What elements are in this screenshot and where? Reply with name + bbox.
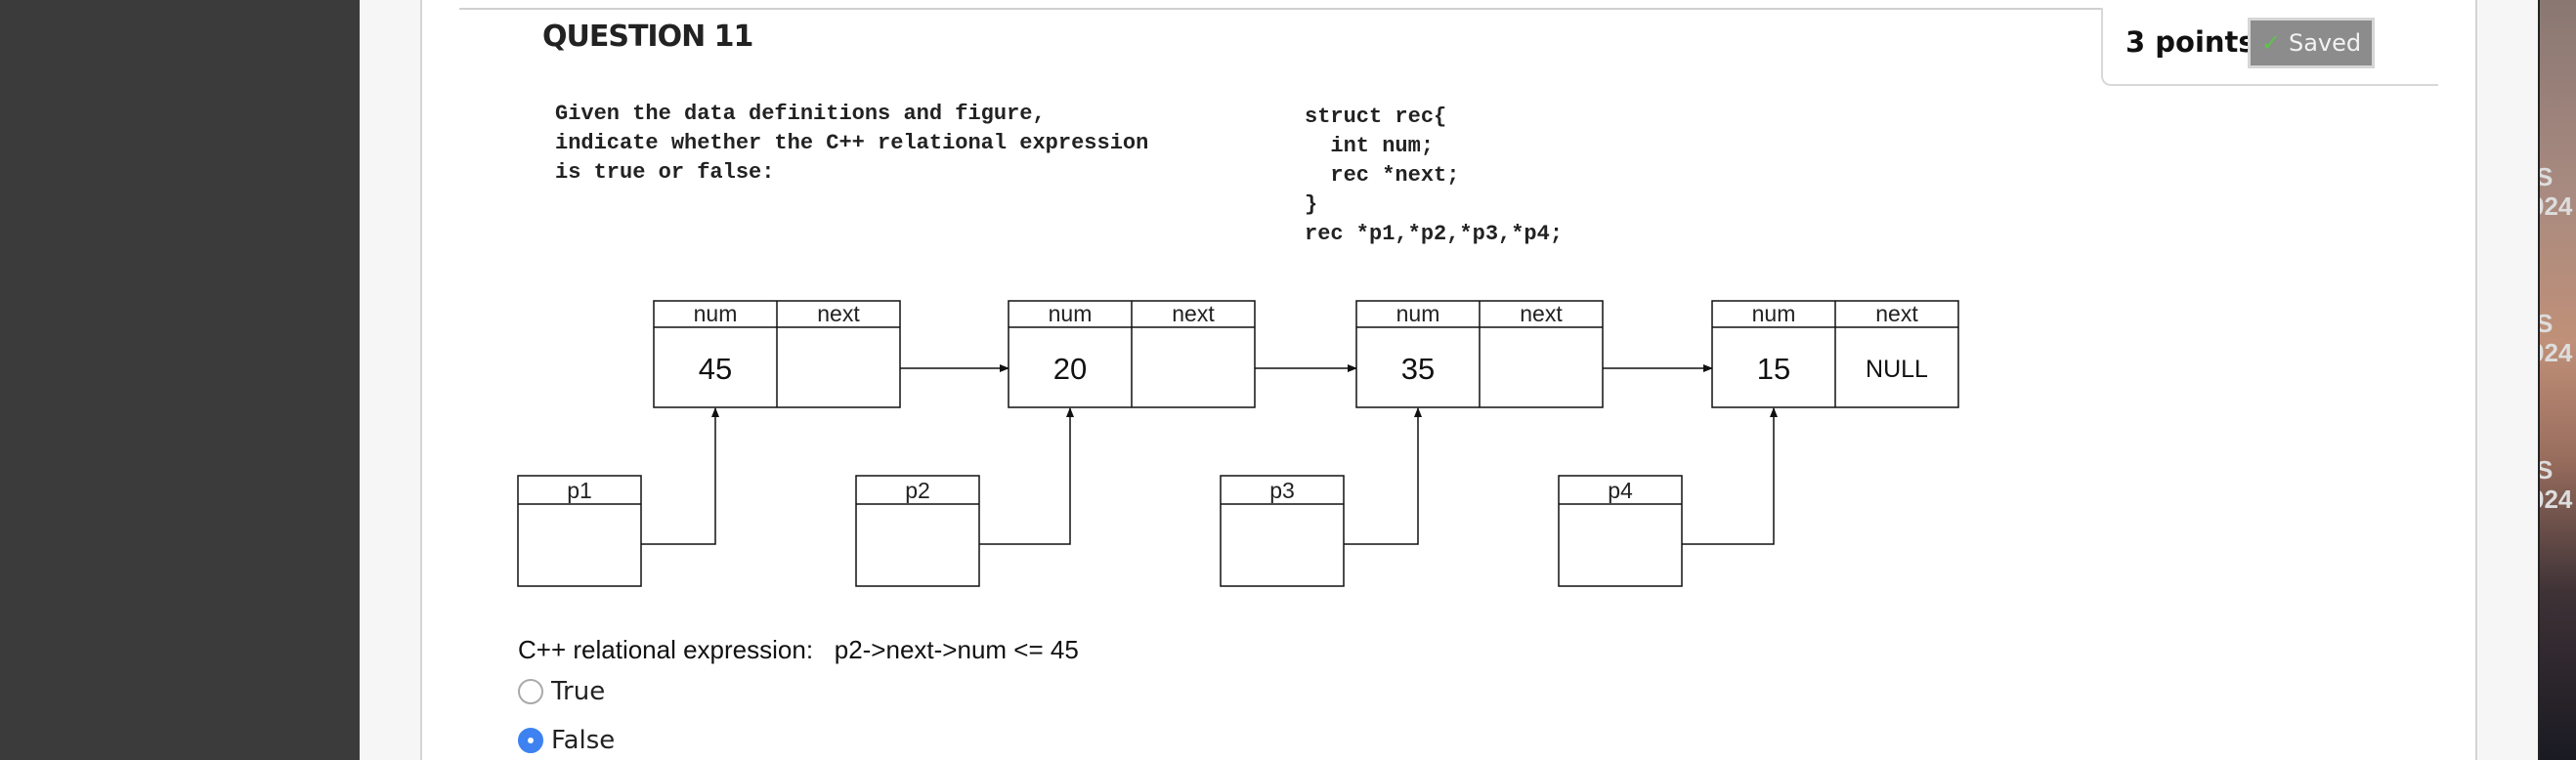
pointer-arrow <box>979 407 1074 545</box>
left-gutter <box>360 0 422 760</box>
pointer-box <box>1220 475 1345 587</box>
pointer-variable: p1 <box>517 407 719 587</box>
option-label: False <box>551 726 616 755</box>
question-title: QUESTION 11 <box>542 20 753 54</box>
pointer-arrow <box>641 407 719 545</box>
photo-text: S <box>2540 162 2553 192</box>
code-definitions: struct rec{ int num; rec *next; } rec *p… <box>1305 105 1564 246</box>
option-false[interactable]: False <box>518 726 615 755</box>
pointer-box <box>517 475 642 587</box>
right-gutter <box>2475 0 2540 760</box>
radio-false[interactable] <box>518 728 543 753</box>
pointer-name: p4 <box>1608 478 1633 503</box>
next-value: NULL <box>1866 356 1928 383</box>
next-header: next <box>1875 301 1918 326</box>
pointer-name: p2 <box>905 478 930 503</box>
next-header: next <box>817 301 860 326</box>
num-value: 45 <box>699 352 732 386</box>
points-label: 3 points <box>2125 25 2255 59</box>
list-node: num next 45 <box>653 300 1009 408</box>
pointer-variable: p3 <box>1220 407 1422 587</box>
num-value: 20 <box>1053 352 1087 386</box>
question-prompt: Given the data definitions and figure, i… <box>555 102 1149 185</box>
next-header: next <box>1520 301 1563 326</box>
num-header: num <box>694 301 738 326</box>
list-node: num next 15 NULL <box>1711 300 1959 408</box>
photo-text: 024 <box>2540 485 2573 514</box>
background-photo: S 024 S 024 S 024 <box>2538 0 2576 760</box>
pointer-arrow <box>1344 407 1422 545</box>
pointer-box <box>1558 475 1683 587</box>
photo-text: 024 <box>2540 191 2573 221</box>
left-dark-panel <box>0 0 360 760</box>
num-header: num <box>1752 301 1796 326</box>
question-divider <box>459 8 2436 10</box>
list-node: num next 20 <box>1008 300 1357 408</box>
pointer-name: p1 <box>567 478 592 503</box>
photo-text: S <box>2540 455 2553 486</box>
list-node: num next 35 <box>1355 300 1713 408</box>
num-header: num <box>1049 301 1093 326</box>
option-label: True <box>551 677 606 706</box>
pointer-arrow <box>1682 407 1778 545</box>
option-true[interactable]: True <box>518 677 605 706</box>
pointer-variable: p2 <box>855 407 1074 587</box>
relational-expression: C++ relational expression: p2->next->num… <box>518 635 1079 664</box>
saved-label: Saved <box>2288 29 2362 57</box>
saved-status-button[interactable]: ✓ Saved <box>2248 18 2375 68</box>
pointer-box <box>855 475 980 587</box>
num-header: num <box>1396 301 1440 326</box>
num-value: 35 <box>1401 352 1435 386</box>
check-icon: ✓ <box>2260 29 2281 57</box>
photo-text: S <box>2540 309 2553 339</box>
photo-text: 024 <box>2540 338 2573 367</box>
pointer-name: p3 <box>1269 478 1295 503</box>
num-value: 15 <box>1757 352 1790 386</box>
pointer-variable: p4 <box>1558 407 1778 587</box>
radio-true[interactable] <box>518 679 543 704</box>
next-header: next <box>1172 301 1215 326</box>
